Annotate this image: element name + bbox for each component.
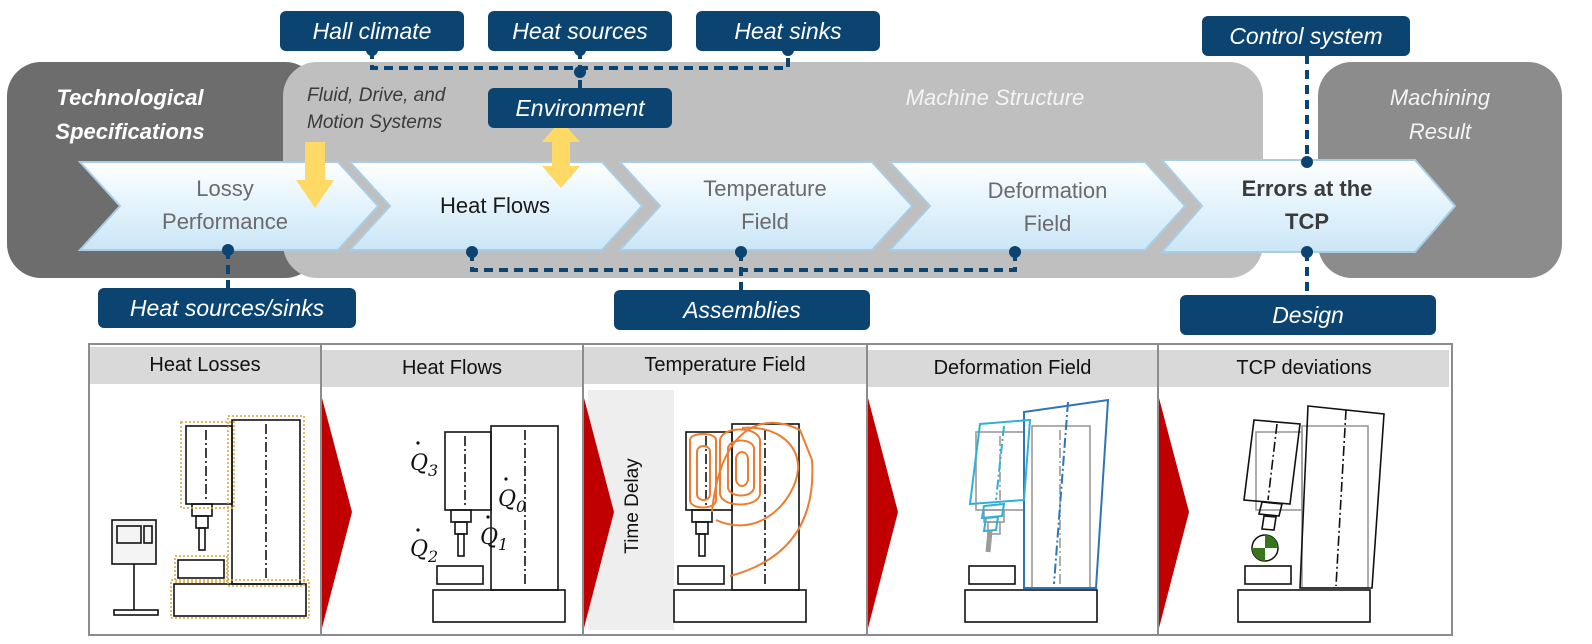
temperature-line-2: Field [741,209,789,234]
chevron-heat-flows [347,161,644,251]
chevron-errors-at-tcp [1159,159,1457,253]
panel-title-temperature-field: Temperature Field [584,347,866,384]
heat-flows-label: Heat Flows [439,193,551,218]
machine-deformation-base [964,565,1098,623]
panel-title-heat-losses: Heat Losses [90,347,320,384]
tcp-target-icon [1251,534,1279,562]
temperature-field-label: Temperature Field [665,172,865,238]
temperature-line-1: Temperature [703,176,827,201]
deformation-line-1: Deformation [987,178,1108,203]
panel-divider [1157,343,1159,634]
environment-tag: Environment [488,88,672,128]
chevron-temperature-field [617,161,914,251]
connector-dot [222,244,234,256]
deformed-column [1023,398,1110,589]
assemblies-tag: Assemblies [614,290,870,330]
deformation-field-label: Deformation Field [945,174,1150,240]
machining-result-line-1: Machining [1389,85,1491,110]
heat-sinks-tag: Heat sinks [696,11,880,51]
q0-symbol: Q0 [498,487,526,516]
lossy-line-1: Lossy [196,176,254,201]
control-system-tag: Control system [1202,16,1410,56]
red-triangle-icon [322,398,352,628]
heat-loss-outlines [170,415,310,619]
assemblies-connector [470,252,1017,292]
connector-dot [1009,246,1021,258]
connector-dot [574,66,586,78]
deformed-head [968,418,1032,553]
lossy-line-2: Performance [162,209,288,234]
design-tag: Design [1180,295,1436,335]
machine-temperature-field [673,423,807,623]
q1-symbol: Q1 [480,525,508,554]
fluid-drive-motion-label: Fluid, Drive, and Motion Systems [307,82,482,136]
q2-symbol: Q2 [410,537,438,566]
errors-line-2: TCP [1285,209,1329,234]
machining-result-line-2: Result [1408,119,1472,144]
errors-at-tcp-label: Errors at the TCP [1212,172,1402,238]
connector-dot [1301,156,1313,168]
machine-tcp-deviated [1237,405,1385,623]
technological-specifications-label: Technological Specifications [20,81,240,149]
deformation-line-2: Field [1023,211,1072,236]
panel-title-deformation-field: Deformation Field [868,350,1157,387]
temperature-contours [689,421,814,577]
fluid-line-2: Motion Systems [307,112,443,133]
yellow-double-arrow-icon [542,120,580,188]
heat-sources-sinks-tag: Heat sources/sinks [98,288,356,328]
chevron-deformation-field [887,161,1187,251]
q-dots [416,441,508,532]
machine-deformation-gray [975,425,1091,589]
machine-heat-losses [111,419,307,617]
red-triangle-icon [868,398,898,628]
q3-symbol: Q3 [410,451,438,480]
connector-dot [1301,246,1313,258]
panel-divider [866,343,868,634]
yellow-down-arrow-icon [296,142,334,208]
machine-tcp-gray [1255,425,1369,589]
lossy-performance-label: Lossy Performance [130,172,320,238]
hall-climate-tag: Hall climate [280,11,464,51]
machine-heat-flows [432,425,566,623]
red-triangle-icon [584,398,614,628]
bottom-panel-frame [88,343,1453,636]
heat-sources-tag: Heat sources [488,11,672,51]
connector-dot [466,246,478,258]
errors-line-1: Errors at the [1241,176,1373,201]
panel-title-tcp-deviations: TCP deviations [1159,350,1449,387]
machining-result-label: Machining Result [1340,81,1540,149]
machine-structure-label: Machine Structure [905,85,1085,110]
connector-dot [735,246,747,258]
tech-spec-line-2: Specifications [55,119,205,144]
panel-divider [320,343,322,634]
red-triangle-icon [1159,398,1189,628]
tech-spec-line-1: Technological [56,85,204,110]
fluid-line-1: Fluid, Drive, and [307,85,446,106]
panel-divider [582,343,584,634]
panel-title-heat-flows: Heat Flows [322,350,582,387]
